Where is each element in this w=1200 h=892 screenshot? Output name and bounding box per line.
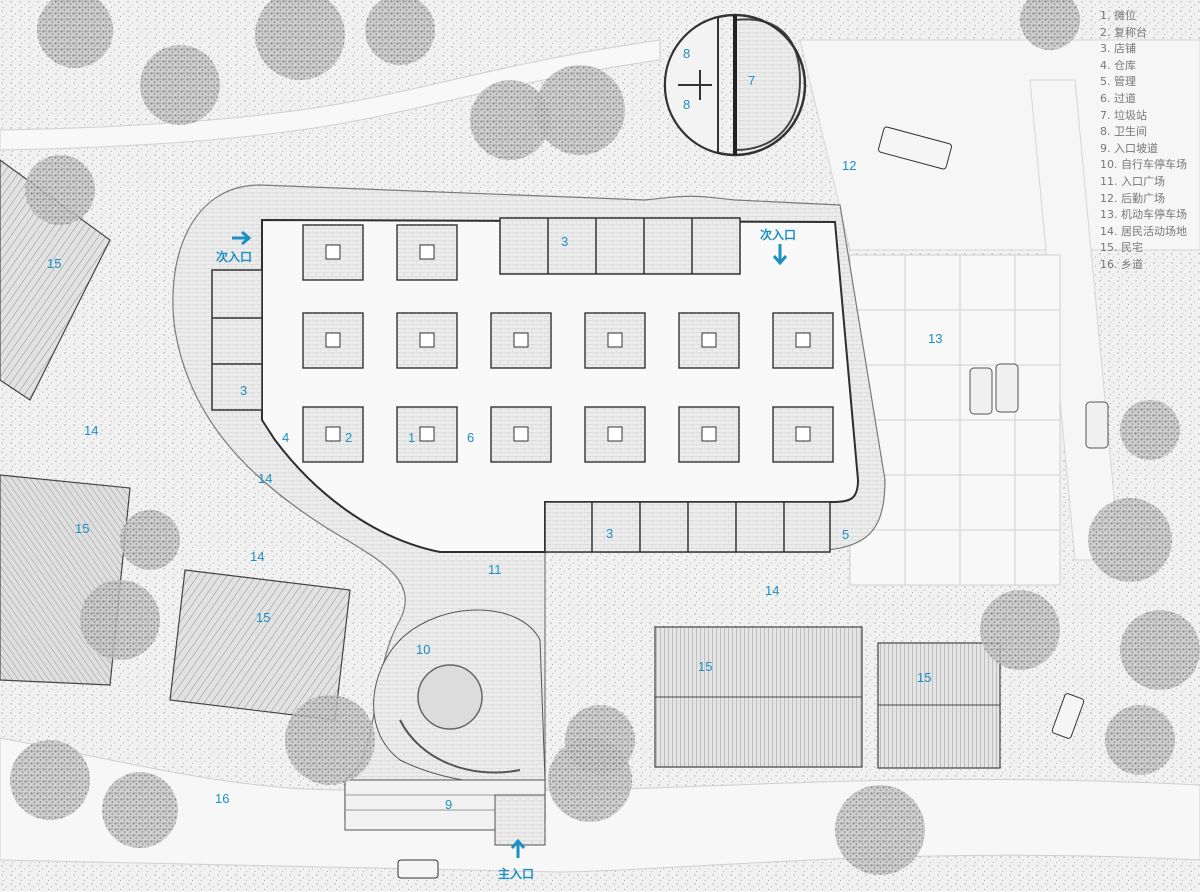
label-8-bottom: 8 [683, 97, 690, 112]
waste-station [663, 13, 807, 157]
number-labels: 1 2 3 3 3 4 5 6 7 8 8 9 10 11 12 13 14 1… [47, 46, 942, 812]
label-1: 1 [408, 430, 415, 445]
left-shop-column [211, 269, 263, 411]
legend-item: 2. 复称台 [1100, 25, 1147, 39]
legend-item: 7. 垃圾站 [1100, 108, 1147, 122]
label-8-top: 8 [683, 46, 690, 61]
label-2: 2 [345, 430, 352, 445]
tree [80, 580, 160, 660]
label-4: 4 [282, 430, 289, 445]
tree [140, 45, 220, 125]
legend-item: 12. 后勤广场 [1100, 191, 1165, 205]
label-16: 16 [215, 791, 229, 806]
secondary-entrance-label-right: 次入口 [760, 227, 796, 242]
stall [772, 406, 834, 463]
bottom-shop-row [544, 501, 831, 553]
legend-item: 13. 机动车停车场 [1100, 208, 1187, 222]
label-7: 7 [748, 73, 755, 88]
legend-item: 5. 管理 [1100, 75, 1136, 89]
stall [584, 406, 646, 463]
secondary-entrance-label-left: 次入口 [216, 249, 252, 264]
stall [772, 312, 834, 369]
legend-item: 4. 仓库 [1100, 58, 1136, 72]
tree [285, 695, 375, 785]
legend-item: 16. 乡道 [1100, 257, 1143, 271]
main-entrance-label: 主入口 [498, 866, 534, 881]
tree [120, 510, 180, 570]
tree [37, 0, 113, 68]
legend: 1. 摊位 2. 复称台 3. 店铺 4. 仓库 5. 管理 6. 过道 7. 垃圾站 8. … [1100, 8, 1200, 274]
legend-item: 11. 入口广场 [1100, 174, 1165, 188]
label-3-top: 3 [561, 234, 568, 249]
tree [980, 590, 1060, 670]
label-14-b: 14 [258, 471, 272, 486]
label-5: 5 [842, 527, 849, 542]
label-9: 9 [445, 797, 452, 812]
stall [490, 406, 552, 463]
legend-item: 3. 店铺 [1100, 42, 1136, 56]
stall [302, 312, 364, 369]
tree [102, 772, 178, 848]
tree [365, 0, 435, 65]
label-14-a: 14 [84, 423, 98, 438]
vehicles [397, 126, 1085, 879]
label-11: 11 [488, 562, 502, 577]
stall [396, 224, 458, 281]
tree [470, 80, 550, 160]
label-3-left: 3 [240, 383, 247, 398]
stall [302, 224, 364, 281]
label-14-d: 14 [765, 583, 779, 598]
stall [678, 406, 740, 463]
label-15-b: 15 [75, 521, 89, 536]
legend-item: 9. 入口坡道 [1100, 141, 1158, 155]
tree [10, 740, 90, 820]
legend-item: 6. 过道 [1100, 91, 1136, 105]
stall [678, 312, 740, 369]
legend-item: 8. 卫生间 [1100, 125, 1147, 139]
label-10: 10 [416, 642, 430, 657]
legend-item: 10. 自行车停车场 [1100, 158, 1187, 172]
bicycle-parking [373, 609, 546, 785]
trees [10, 0, 1200, 875]
tree [1120, 400, 1180, 460]
parking-lot [849, 254, 1109, 586]
label-14-c: 14 [250, 549, 264, 564]
tree [565, 705, 635, 775]
legend-item: 14. 居民活动场地 [1100, 224, 1187, 238]
stall [302, 406, 364, 463]
legend-item: 15. 民宅 [1100, 241, 1143, 255]
tree [835, 785, 925, 875]
secondary-entrance-arrow-left [232, 230, 252, 246]
label-15-a: 15 [47, 256, 61, 271]
legend-item: 1. 摊位 [1100, 9, 1136, 22]
upper-path [0, 39, 661, 151]
label-13: 13 [928, 331, 942, 346]
secondary-entrance-arrow-right [772, 244, 788, 266]
label-15-e: 15 [917, 670, 931, 685]
tree [1020, 0, 1080, 50]
tree [1120, 610, 1200, 690]
tree [1105, 705, 1175, 775]
stall [396, 406, 458, 463]
entrance-arrows [232, 230, 788, 858]
tree [255, 0, 345, 80]
courtyard [261, 218, 860, 553]
stall-grid [302, 224, 834, 463]
stall [396, 312, 458, 369]
main-entrance-arrow [510, 838, 526, 858]
label-6: 6 [467, 430, 474, 445]
entrance-ramp [344, 779, 546, 846]
stall [584, 312, 646, 369]
tree [25, 155, 95, 225]
label-15-c: 15 [256, 610, 270, 625]
tree [1088, 498, 1172, 582]
label-3-bottom: 3 [606, 526, 613, 541]
tree [535, 65, 625, 155]
top-shop-row [499, 217, 741, 275]
stall [490, 312, 552, 369]
label-12: 12 [842, 158, 856, 173]
label-15-d: 15 [698, 659, 712, 674]
